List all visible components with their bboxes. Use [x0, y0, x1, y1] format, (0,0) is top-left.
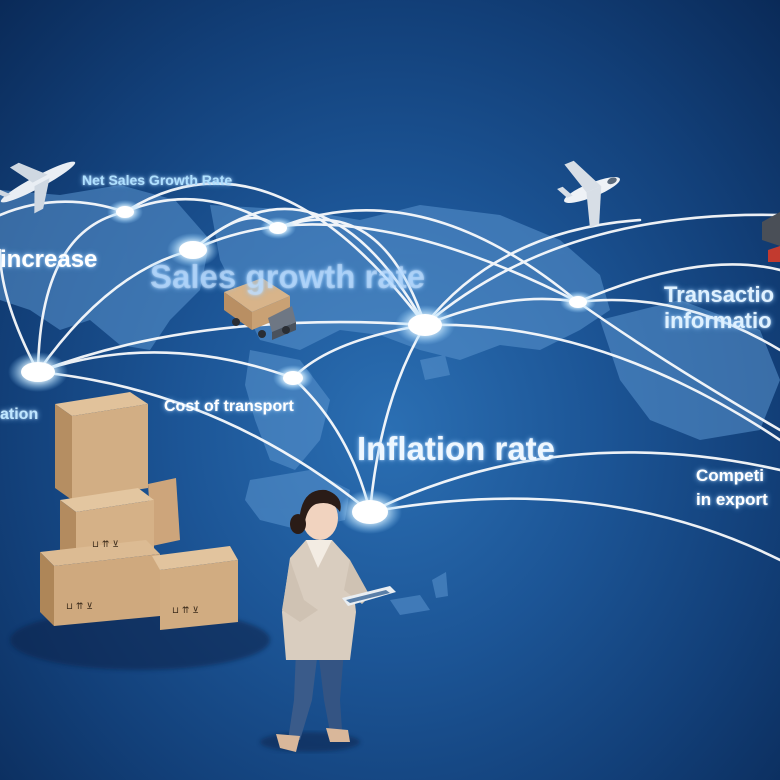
- continent-east: [600, 300, 780, 440]
- vehicle-edge-icon: [762, 212, 780, 262]
- network-lines: [0, 182, 780, 562]
- box-bottom: [40, 540, 160, 626]
- box-mark-right: ⊔ ⇈ ⊻: [172, 606, 199, 616]
- island-2: [390, 595, 430, 615]
- world-map: [0, 185, 780, 615]
- island-3: [432, 572, 448, 598]
- woman-figure: [260, 489, 396, 752]
- airplane-left-icon: [0, 161, 76, 214]
- label-inflation-rate: Inflation rate: [357, 430, 556, 467]
- box-mark-bottom: ⊔ ⇈ ⊻: [66, 602, 93, 612]
- box-mark-middle: ⊔ ⇈ ⊻: [92, 540, 119, 550]
- label-net-sales-growth-rate: Net Sales Growth Rate: [82, 172, 233, 188]
- continent-americas: [0, 185, 210, 350]
- network-nodes: [8, 200, 596, 534]
- label-ation: ation: [0, 406, 39, 423]
- label-sales-growth-rate: Sales growth rate: [150, 258, 426, 295]
- label-transaction-line2: informatio: [664, 308, 772, 333]
- truck-icon: [224, 278, 296, 340]
- box-right: [152, 546, 238, 630]
- airplane-right-icon: [557, 160, 620, 228]
- island-1: [420, 355, 450, 380]
- label-transaction-line1: Transactio: [664, 282, 775, 307]
- box-right-stack: [148, 478, 180, 546]
- cardboard-boxes: [40, 392, 238, 630]
- label-increase: increase: [0, 246, 98, 273]
- label-cost-of-transport: Cost of transport: [164, 398, 294, 415]
- box-top: [55, 392, 148, 500]
- label-competitiveness-line2: in export: [696, 490, 768, 509]
- label-competitiveness-line1: Competi: [696, 466, 764, 485]
